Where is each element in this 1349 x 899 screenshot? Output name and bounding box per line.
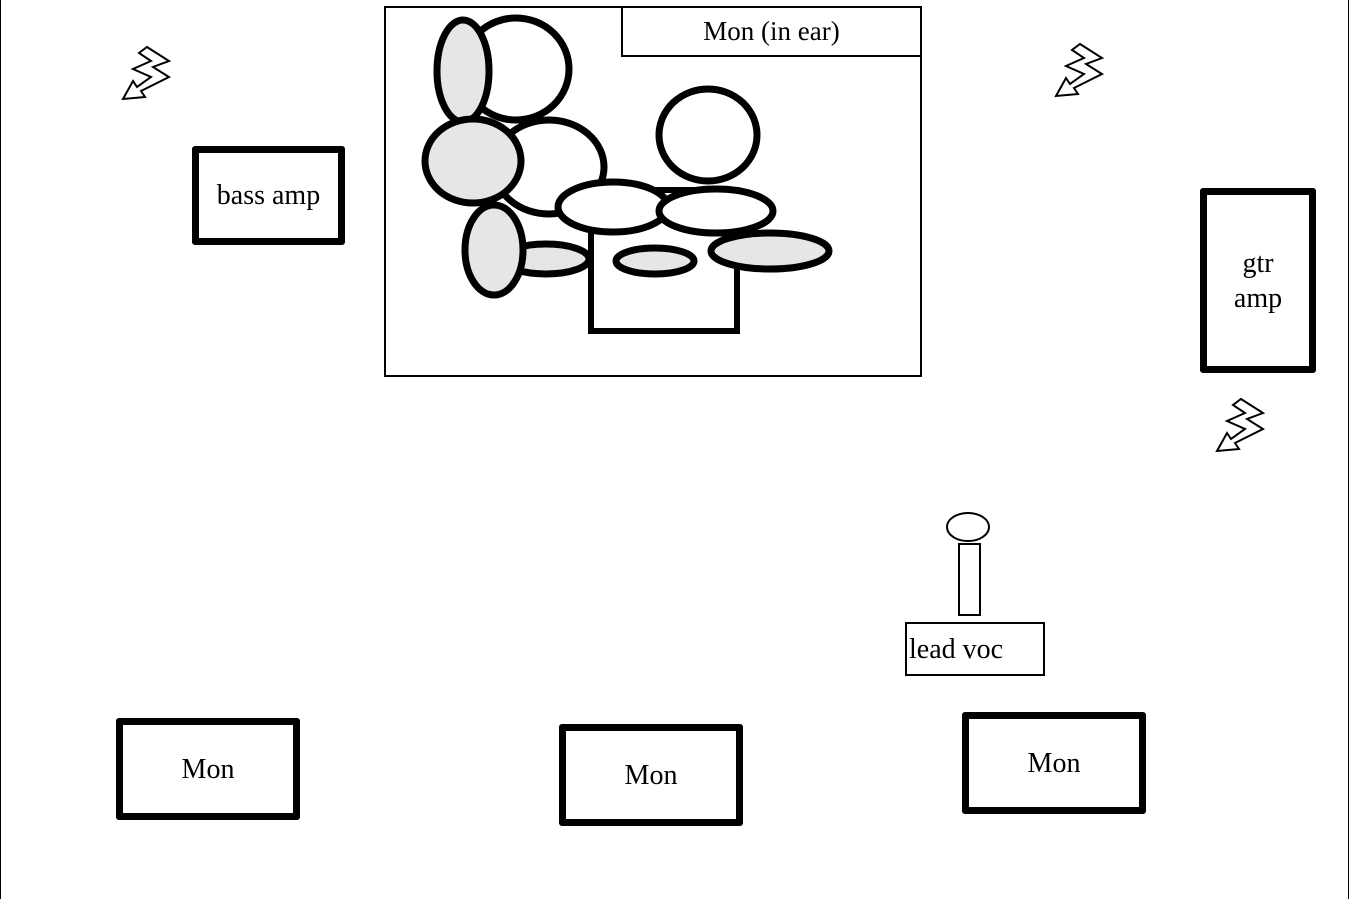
monitor-label: Mon (1027, 747, 1081, 779)
monitor-wedge-left: Mon (116, 718, 300, 820)
monitor-wedge-center: Mon (559, 724, 743, 826)
in-ear-monitor-label: Mon (in ear) (703, 15, 840, 46)
guitar-amp: gtr amp (1200, 188, 1316, 373)
tom-right (655, 185, 777, 237)
power-drop-icon (1054, 42, 1105, 98)
cymbal-ride (707, 229, 833, 273)
cymbal-left (461, 201, 527, 299)
bass-amp-label: bass amp (216, 180, 321, 211)
monitor-label: Mon (181, 753, 235, 785)
lead-vocal-box: lead voc (905, 622, 1045, 676)
floor-tom (655, 85, 761, 185)
in-ear-monitor-box: Mon (in ear) (621, 6, 922, 57)
cymbal-splash (612, 244, 698, 278)
power-drop-icon (121, 45, 172, 101)
power-drop-icon (1215, 397, 1266, 453)
guitar-amp-label: gtr amp (1233, 247, 1283, 314)
lead-vocal-label: lead voc (909, 633, 1004, 665)
bass-amp: bass amp (192, 146, 345, 245)
monitor-label: Mon (624, 759, 678, 791)
cymbal-hihat (421, 115, 525, 207)
monitor-wedge-right: Mon (962, 712, 1146, 814)
